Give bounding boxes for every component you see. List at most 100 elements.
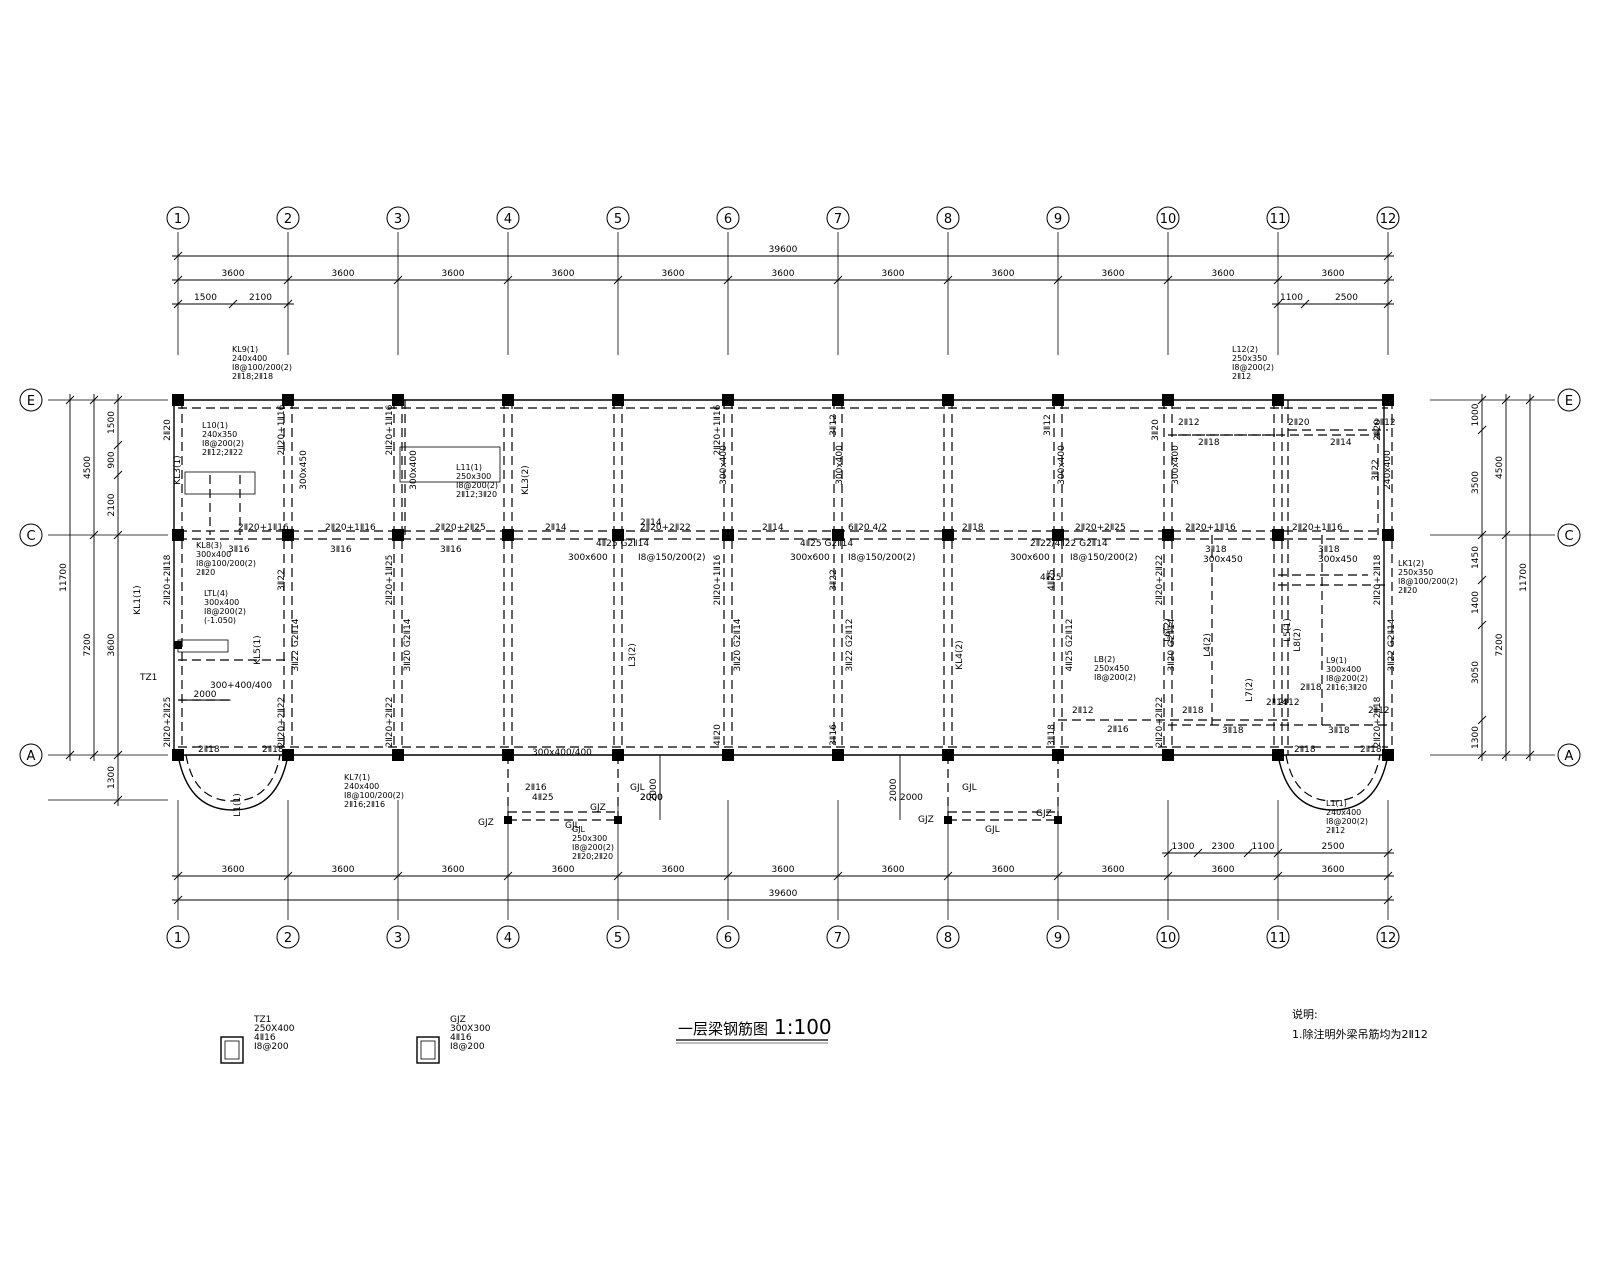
column — [942, 749, 954, 761]
column — [832, 749, 844, 761]
column — [1272, 529, 1284, 541]
dimension-tick — [173, 299, 183, 309]
rebar-label: 300x600 — [790, 553, 830, 563]
dimension-text: 1100 — [1280, 293, 1303, 303]
beam-annotation-line: Ⅰ8@200(2) — [456, 481, 498, 490]
rebar-label: 2Ⅱ20+2Ⅱ22 — [1155, 555, 1165, 606]
dimension-tick — [613, 275, 623, 285]
rebar-label: 3Ⅱ22 — [829, 569, 839, 591]
beam-annotation-line: L9(1) — [1326, 656, 1347, 665]
column — [502, 394, 514, 406]
dimension-tick — [1383, 251, 1393, 261]
beam-annotation-line: 240x400 — [1326, 808, 1361, 817]
rebar-label: KL3(2) — [521, 465, 531, 494]
column — [172, 394, 184, 406]
axis-bubble — [19, 523, 43, 547]
column-small — [504, 816, 512, 824]
dimension-tick — [89, 530, 99, 540]
rebar-label: 3Ⅱ18 — [1047, 724, 1057, 746]
rebar-label: 2Ⅱ14 — [545, 523, 567, 533]
beam-annotation-line: KL8(3) — [196, 541, 222, 550]
arc-beam — [1277, 754, 1389, 811]
rebar-label: 4Ⅱ25 — [532, 793, 554, 803]
rebar-label: 6Ⅱ20 4/2 — [848, 523, 887, 533]
rebar-label: 300x450 — [1203, 555, 1243, 565]
rebar-label: 4Ⅱ25 — [1040, 573, 1062, 583]
beam-annotation-line: 300x400 — [196, 550, 231, 559]
beam-annotation-line: Ⅰ8@200(2) — [572, 843, 614, 852]
dimension-tick — [393, 275, 403, 285]
dimension-text: 2100 — [249, 293, 272, 303]
column — [172, 749, 184, 761]
beam-annotation-line: Ⅰ8@100/200(2) — [196, 559, 256, 568]
beam-annotation-line: 2Ⅱ16;2Ⅱ16 — [344, 800, 385, 809]
column — [502, 529, 514, 541]
axis-label: 12 — [1380, 212, 1397, 227]
axis-bubble — [166, 206, 190, 230]
dimension-text: 3600 — [332, 269, 355, 279]
axis-bubble — [276, 206, 300, 230]
rebar-label: 2Ⅱ20 — [163, 419, 173, 441]
beam-annotation-line: 300x400 — [204, 598, 239, 607]
rebar-label: 300x600 — [1010, 553, 1050, 563]
rebar-label: 2Ⅱ20+1Ⅱ16 — [325, 523, 376, 533]
dimension-text: 3600 — [552, 865, 575, 875]
axis-bubble — [19, 388, 43, 412]
rebar-label: L4(2) — [1203, 633, 1213, 657]
rebar-label: 3Ⅱ22 G2Ⅱ12 — [845, 618, 855, 671]
beam-annotation-line: 250x450 — [1094, 664, 1129, 673]
dimension-tick — [65, 750, 75, 760]
dimension-tick — [1273, 275, 1283, 285]
rebar-label: 2Ⅱ20+2Ⅱ22 — [1155, 697, 1165, 748]
column-section-stirrup — [420, 1040, 436, 1060]
beam-annotation-line: Ⅰ8@200(2) — [1094, 673, 1136, 682]
beam-annotation-line: Ⅰ8@200(2) — [1326, 674, 1368, 683]
rebar-label: 2Ⅱ12 — [1278, 698, 1300, 708]
column-section-stirrup — [224, 1040, 240, 1060]
beam-annotation-line: LB(2) — [1094, 655, 1115, 664]
dimension-tick — [1477, 620, 1487, 630]
dimension-tick — [1477, 395, 1487, 405]
dimension-text: 2500 — [1322, 842, 1345, 852]
dimension-tick — [1501, 750, 1511, 760]
beam-annotation-line: L1(1) — [1326, 799, 1347, 808]
axis-bubble — [1156, 206, 1180, 230]
dimension-text: 2000 — [889, 778, 899, 801]
rebar-label: 2Ⅱ18 — [1182, 706, 1204, 716]
dimension-tick — [113, 750, 123, 760]
dimension-text: 39600 — [769, 245, 798, 255]
rebar-label: 3Ⅱ20 — [1151, 419, 1161, 441]
dimension-tick — [943, 871, 953, 881]
dimension-tick — [113, 530, 123, 540]
rebar-label: 4Ⅱ25 G2Ⅱ14 — [800, 539, 853, 549]
rebar-label: 2Ⅱ20+1Ⅱ16 — [277, 404, 287, 455]
column — [1272, 394, 1284, 406]
rebar-label: 3Ⅱ22 G2Ⅱ14 — [291, 618, 301, 671]
stair-box — [177, 639, 229, 653]
rebar-label: 3Ⅱ16 — [440, 545, 462, 555]
dimension-tick — [1501, 395, 1511, 405]
axis-bubble — [166, 925, 190, 949]
dimension-tick — [1383, 895, 1393, 905]
dimension-text: 3600 — [992, 269, 1015, 279]
beam-annotation-line: LTL(4) — [204, 589, 228, 598]
rebar-label: 2Ⅱ20+2Ⅱ18 — [1373, 696, 1383, 747]
rebar-label: 2000 — [640, 793, 663, 803]
drawing-title: 一层梁钢筋图 — [678, 1020, 768, 1038]
rebar-label: L7(2) — [1245, 678, 1255, 702]
columns — [172, 394, 1394, 824]
rebar-label: 2Ⅱ20+2Ⅱ22 — [640, 523, 691, 533]
beam-annotation-line: 2Ⅱ12 — [1326, 826, 1345, 835]
axis-label: 1 — [174, 212, 182, 227]
column-detail-stirrup: Ⅰ8@200 — [254, 1042, 289, 1052]
rebar-label: L5(1) — [1283, 618, 1293, 642]
beam-annotation-line: Ⅰ8@100/200(2) — [232, 363, 292, 372]
dimension-tick — [89, 750, 99, 760]
dimension-text: 7200 — [83, 633, 93, 656]
dimension-tick — [1383, 299, 1393, 309]
rebar-label: 2Ⅱ20+1Ⅱ16 — [1292, 523, 1343, 533]
